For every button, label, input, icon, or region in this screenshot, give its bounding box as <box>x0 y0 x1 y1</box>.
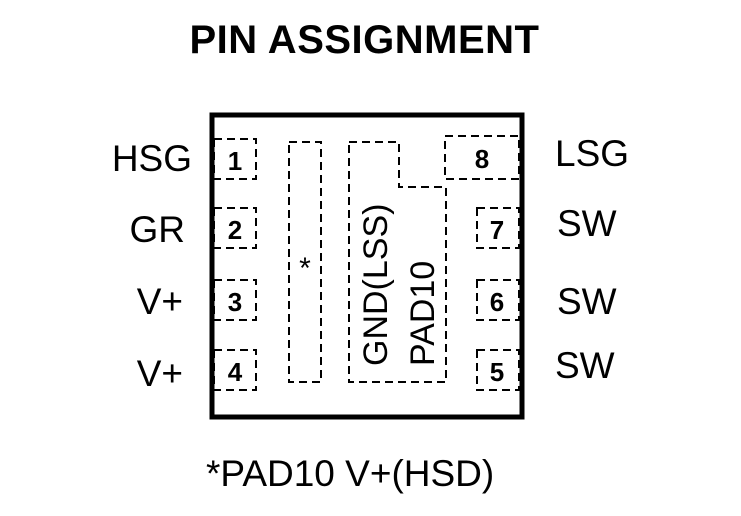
pin-6-label: SW <box>557 281 617 322</box>
pin-6-number: 6 <box>490 287 504 317</box>
diagram-title: PIN ASSIGNMENT <box>189 18 540 62</box>
footnote: *PAD10 V+(HSD) <box>206 453 495 494</box>
pin-5-number: 5 <box>490 357 504 387</box>
hsd-pad-marker: * <box>299 252 311 285</box>
hsd-pad: * <box>288 141 322 383</box>
pin-1-pad: 1 <box>213 138 257 180</box>
pin-4-pad: 4 <box>213 349 257 391</box>
pin-4-number: 4 <box>228 357 243 387</box>
pin-5-pad: 5 <box>476 349 520 391</box>
pin-4-label: V+ <box>136 353 183 394</box>
pin-3-label: V+ <box>136 281 183 322</box>
pin-3-number: 3 <box>228 287 242 317</box>
pin-8-pad: 8 <box>444 135 520 180</box>
pin-6-pad: 6 <box>476 279 520 321</box>
pin-3-pad: 3 <box>213 279 257 321</box>
pin-1-label: HSG <box>111 138 192 179</box>
pin-7-pad: 7 <box>476 207 520 249</box>
lss-pad: GND(LSS) PAD10 <box>348 141 447 383</box>
package-body <box>209 112 525 420</box>
pin-2-number: 2 <box>228 215 242 245</box>
pin-8-label: LSG <box>555 133 630 174</box>
pin-7-label: SW <box>557 203 617 244</box>
pin-7-number: 7 <box>490 215 504 245</box>
pin-2-pad: 2 <box>213 207 257 249</box>
pin-8-number: 8 <box>475 144 489 174</box>
lss-pad-name: GND(LSS) <box>357 204 395 366</box>
lss-pad-id: PAD10 <box>404 261 442 366</box>
pin-1-number: 1 <box>228 146 242 176</box>
pin-5-label: SW <box>555 345 615 386</box>
pin-2-label: GR <box>129 209 186 250</box>
